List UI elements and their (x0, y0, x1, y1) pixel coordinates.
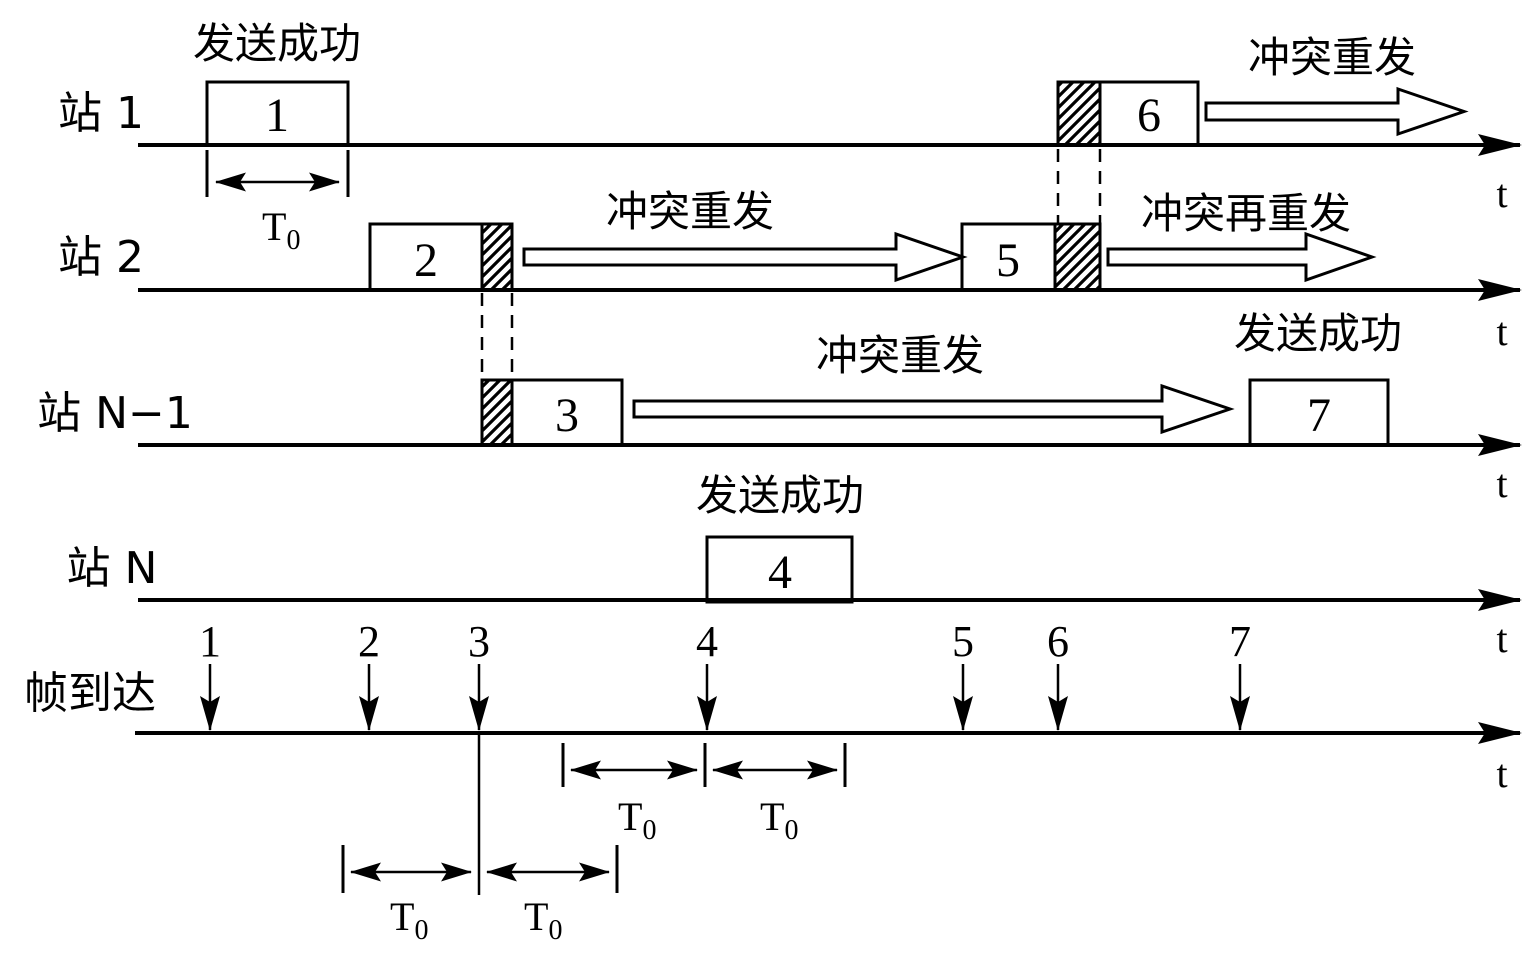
frame-3-number: 3 (555, 389, 579, 442)
arrival-4: 4 (696, 617, 718, 731)
station-n-row: 站 N t 发送成功 4 (67, 471, 1522, 661)
arrival-3-number: 3 (468, 617, 490, 666)
frame1-t0-measure: T0 (205, 150, 350, 256)
frame-1-number: 1 (265, 89, 289, 142)
arrival-7: 7 (1229, 617, 1251, 731)
frame-6-box (1098, 80, 1200, 147)
arrival-5-number: 5 (952, 617, 974, 666)
frame-3-box (510, 378, 624, 447)
arrival-3: 3 (468, 617, 490, 731)
frame-5-number: 5 (996, 234, 1020, 287)
lower-t0-measure: T0 T0 (341, 845, 619, 946)
lower-t0-label-2: T0 (524, 894, 562, 946)
lower-t0-label-1: T0 (390, 894, 428, 946)
frame-6-collision-hatch (1056, 80, 1102, 147)
frame-7-number: 7 (1307, 389, 1331, 442)
frame4-success-caption: 发送成功 (696, 471, 864, 520)
frame-4-number: 4 (768, 546, 792, 599)
station-1-resend-caption: 冲突重发 (1248, 33, 1416, 82)
station-1-time-label: t (1496, 171, 1507, 216)
station-2-row: 站 2 t 2 冲突重发 5 冲突再重发 (58, 187, 1522, 354)
frame-3-collision-hatch (480, 378, 514, 447)
station-2-time-label: t (1496, 309, 1507, 354)
frame1-t0-label: T0 (262, 204, 300, 256)
upper-t0-label-1: T0 (618, 794, 656, 846)
station-n1-row: 站 N−1 t 3 冲突重发 发送成功 7 (37, 309, 1522, 506)
station-2-resend-arrow (522, 231, 968, 283)
arrival-2-number: 2 (358, 617, 380, 666)
station-2-resend-again-arrow (1106, 231, 1377, 283)
arrival-2: 2 (358, 617, 380, 731)
frame1-success-caption: 发送成功 (193, 19, 361, 68)
arrival-4-number: 4 (696, 617, 718, 666)
station-2-resend-caption: 冲突重发 (606, 187, 774, 236)
station-n-label: 站 N (67, 543, 158, 594)
frame-7-box (1248, 378, 1390, 447)
station-2-resend-again-caption: 冲突再重发 (1141, 189, 1351, 238)
frame-4-box (705, 535, 854, 604)
frame-arrival-row: 帧到达 t 1 2 3 4 5 6 7 (24, 617, 1522, 796)
upper-t0-measure: T0 T0 (561, 743, 847, 846)
upper-t0-label-2: T0 (760, 794, 798, 846)
station-1-row: 站 1 t 发送成功 1 T0 6 冲突重发 (58, 19, 1522, 256)
frame-5-collision-hatch (1053, 222, 1102, 292)
arrival-7-number: 7 (1229, 617, 1251, 666)
station-n-time-label: t (1496, 616, 1507, 661)
arrival-1: 1 (199, 617, 221, 731)
station-1-label: 站 1 (58, 88, 144, 139)
frame-6-number: 6 (1137, 89, 1161, 142)
station-n1-resend-caption: 冲突重发 (816, 331, 984, 380)
frame7-success-caption: 发送成功 (1234, 309, 1402, 358)
arrival-1-number: 1 (199, 617, 221, 666)
frame-arrival-time-label: t (1496, 751, 1507, 796)
arrival-6-number: 6 (1047, 617, 1069, 666)
station-2-label: 站 2 (58, 232, 144, 283)
frame-2-collision-hatch (480, 222, 514, 292)
arrival-5: 5 (952, 617, 974, 731)
frame-2-number: 2 (414, 234, 438, 287)
station-n1-label: 站 N−1 (37, 388, 193, 439)
arrival-6: 6 (1047, 617, 1069, 731)
station-n1-time-label: t (1496, 461, 1507, 506)
frame-1-box (205, 80, 350, 147)
station-1-resend-arrow (1204, 86, 1469, 137)
station-n1-resend-arrow (632, 383, 1235, 435)
frame-arrival-label: 帧到达 (24, 668, 156, 719)
